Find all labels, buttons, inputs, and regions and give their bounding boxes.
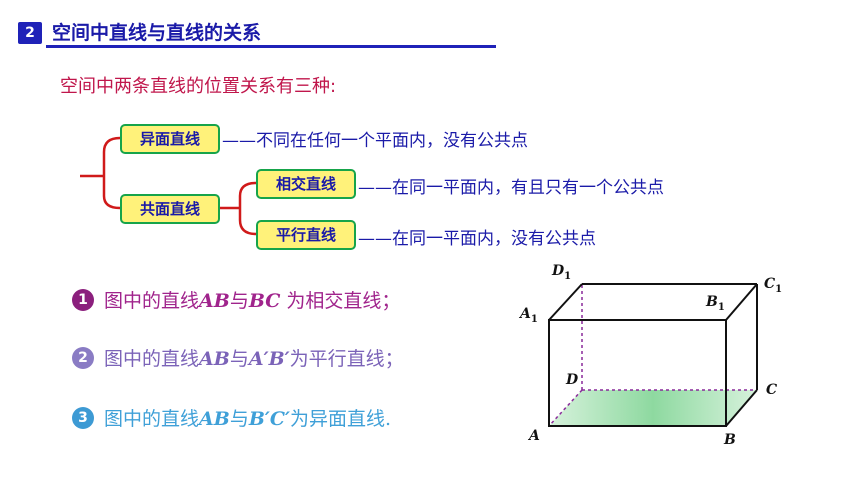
label-D1: D1: [552, 263, 572, 282]
visible-edges: [548, 283, 758, 427]
intersecting-lines-box: 相交直线: [256, 169, 356, 199]
statement-2-pre: 图中的直线: [104, 348, 200, 370]
statement-2-badge: 2: [72, 347, 94, 369]
label-B: B: [724, 432, 736, 448]
statement-3-line-b: B′C′: [248, 408, 291, 430]
skew-lines-box: 异面直线: [120, 124, 220, 154]
label-B1: B1: [706, 294, 725, 313]
statement-1-pre: 图中的直线: [104, 290, 200, 312]
statement-3-line-a: AB: [199, 408, 230, 430]
label-A: A: [529, 428, 540, 444]
label-D: D: [566, 372, 579, 388]
intro-text: 空间中两条直线的位置关系有三种:: [60, 76, 337, 97]
statement-2-post: 为平行直线；: [289, 348, 404, 370]
statement-2-line-b: A′B′: [248, 348, 290, 370]
statement-2: 图中的直线AB与A′B′为平行直线；: [104, 344, 404, 371]
section-title: 空间中直线与直线的关系: [52, 22, 262, 44]
statement-3-pre: 图中的直线: [104, 408, 200, 430]
statement-3-post: 为异面直线.: [290, 408, 392, 430]
skew-lines-desc: ——不同在任何一个平面内，没有公共点: [222, 131, 528, 151]
statement-3-badge: 3: [72, 407, 94, 429]
label-A1: A1: [520, 306, 538, 325]
statement-2-line-a: AB: [199, 348, 230, 370]
statement-1-line-a: AB: [199, 290, 230, 312]
coplanar-lines-box: 共面直线: [120, 194, 220, 224]
statement-2-mid: 与: [229, 348, 249, 370]
parallel-lines-desc: ——在同一平面内，没有公共点: [358, 229, 596, 249]
section-number-badge: 2: [18, 22, 42, 44]
statement-1-mid: 与: [229, 290, 249, 312]
parallel-lines-box: 平行直线: [256, 220, 356, 250]
hidden-edges: [548, 284, 757, 427]
statement-1-badge: 1: [72, 289, 94, 311]
label-C1: C1: [764, 276, 783, 295]
statement-3-mid: 与: [229, 408, 249, 430]
title-underline: [46, 45, 496, 48]
base-plane: [549, 390, 757, 426]
label-C: C: [766, 382, 778, 398]
statement-1-line-b: BC: [248, 290, 281, 312]
statement-1-post: 为相交直线；: [280, 290, 401, 312]
statement-1: 图中的直线AB与BC 为相交直线；: [104, 286, 400, 313]
statement-3: 图中的直线AB与B′C′为异面直线.: [104, 404, 391, 431]
intersecting-lines-desc: ——在同一平面内，有且只有一个公共点: [358, 178, 664, 198]
